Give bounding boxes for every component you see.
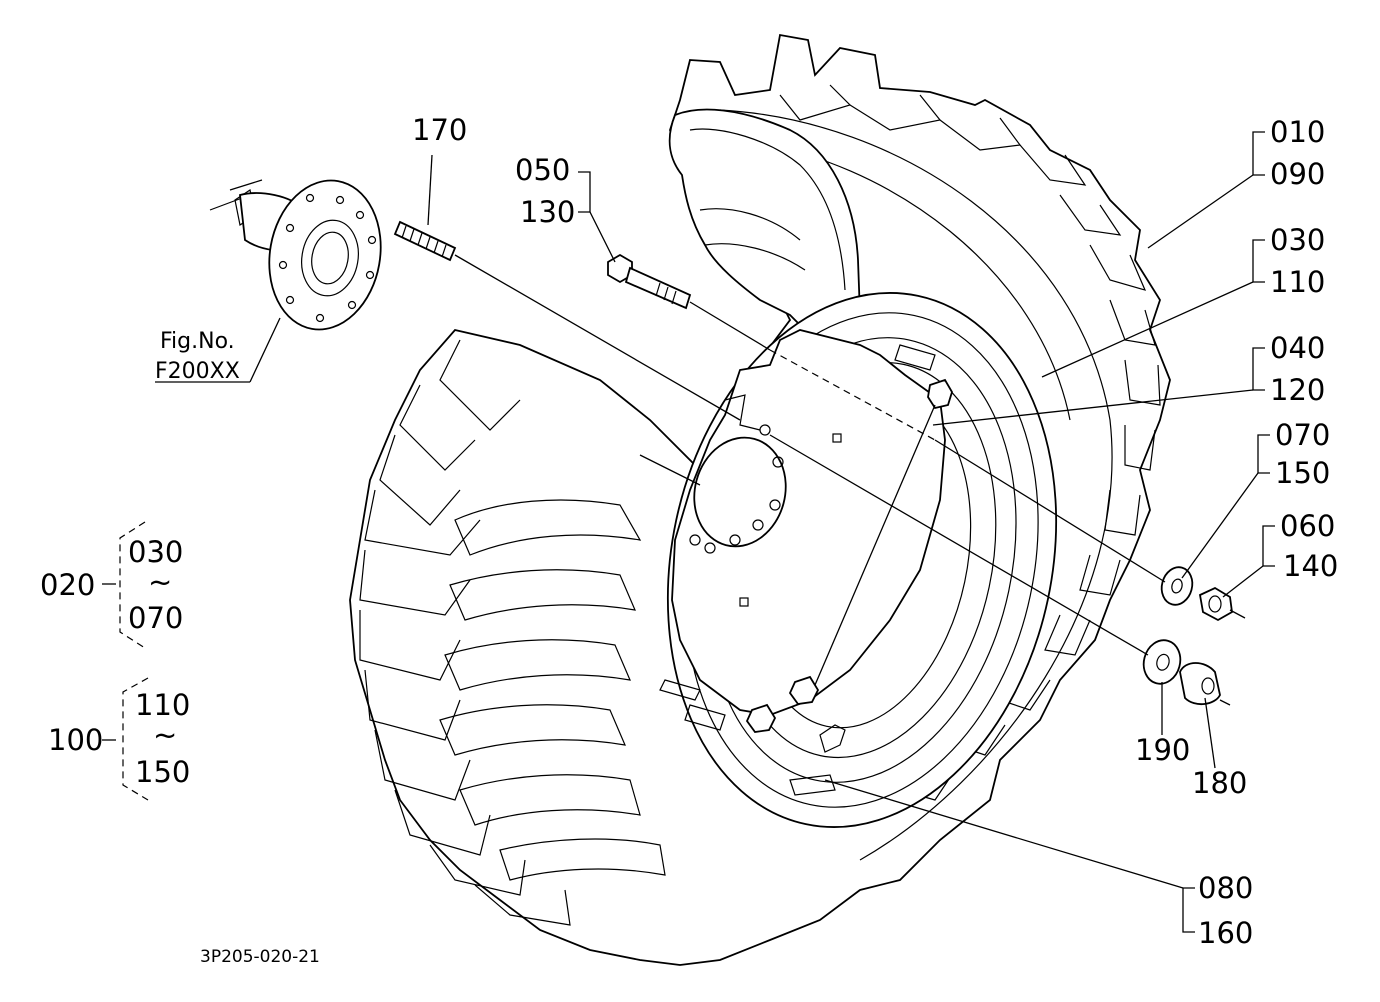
callout-110: 110 xyxy=(1270,265,1325,299)
bolt-050-130 xyxy=(607,253,692,310)
group-100-id: 100 xyxy=(48,723,103,757)
figure-reference: Fig.No. F200XX xyxy=(155,329,240,384)
callout-150: 150 xyxy=(1275,456,1330,490)
assembly-lines xyxy=(454,254,1246,706)
callout-050: 050 xyxy=(515,153,570,187)
callout-130: 130 xyxy=(520,195,575,229)
wheel-disc xyxy=(671,329,946,716)
leader-lines xyxy=(155,131,1275,933)
group-100-from: 110 xyxy=(135,688,190,722)
drawing-code: 3P205-020-21 xyxy=(200,947,320,967)
group-020-from: 030 xyxy=(128,535,183,569)
callout-120: 120 xyxy=(1270,373,1325,407)
rim-nuts xyxy=(745,378,953,753)
group-100-tilde: ~ xyxy=(153,718,177,752)
callout-labels: 170 050 130 010 090 030 110 040 120 070 … xyxy=(412,113,1338,950)
callout-090: 090 xyxy=(1270,157,1325,191)
callout-070: 070 xyxy=(1275,418,1330,452)
group-020-id: 020 xyxy=(40,568,95,602)
fig-ref-line2: F200XX xyxy=(155,359,240,384)
group-100-to: 150 xyxy=(135,755,190,789)
fig-ref-line1: Fig.No. xyxy=(160,329,235,354)
callout-190: 190 xyxy=(1135,733,1190,767)
group-100: 100 110 ~ 150 xyxy=(48,688,190,789)
washer-070-150 xyxy=(1160,566,1194,606)
rim-brackets xyxy=(659,344,936,796)
group-brackets xyxy=(102,521,149,801)
nut-060-140 xyxy=(1198,586,1233,622)
callout-060: 060 xyxy=(1280,509,1335,543)
callout-030: 030 xyxy=(1270,223,1325,257)
callout-180: 180 xyxy=(1192,766,1247,800)
callout-040: 040 xyxy=(1270,331,1325,365)
washer-190 xyxy=(1142,639,1182,685)
group-020-to: 070 xyxy=(128,601,183,635)
stud-bolt-170 xyxy=(393,220,457,262)
callout-160: 160 xyxy=(1198,916,1253,950)
axle-hub xyxy=(209,179,382,331)
callout-010: 010 xyxy=(1270,115,1325,149)
nut-180 xyxy=(1179,662,1221,705)
group-020: 020 030 ~ 070 xyxy=(40,535,183,635)
callout-140: 140 xyxy=(1283,549,1338,583)
group-020-tilde: ~ xyxy=(148,565,172,599)
callout-080: 080 xyxy=(1198,871,1253,905)
callout-170: 170 xyxy=(412,113,467,147)
